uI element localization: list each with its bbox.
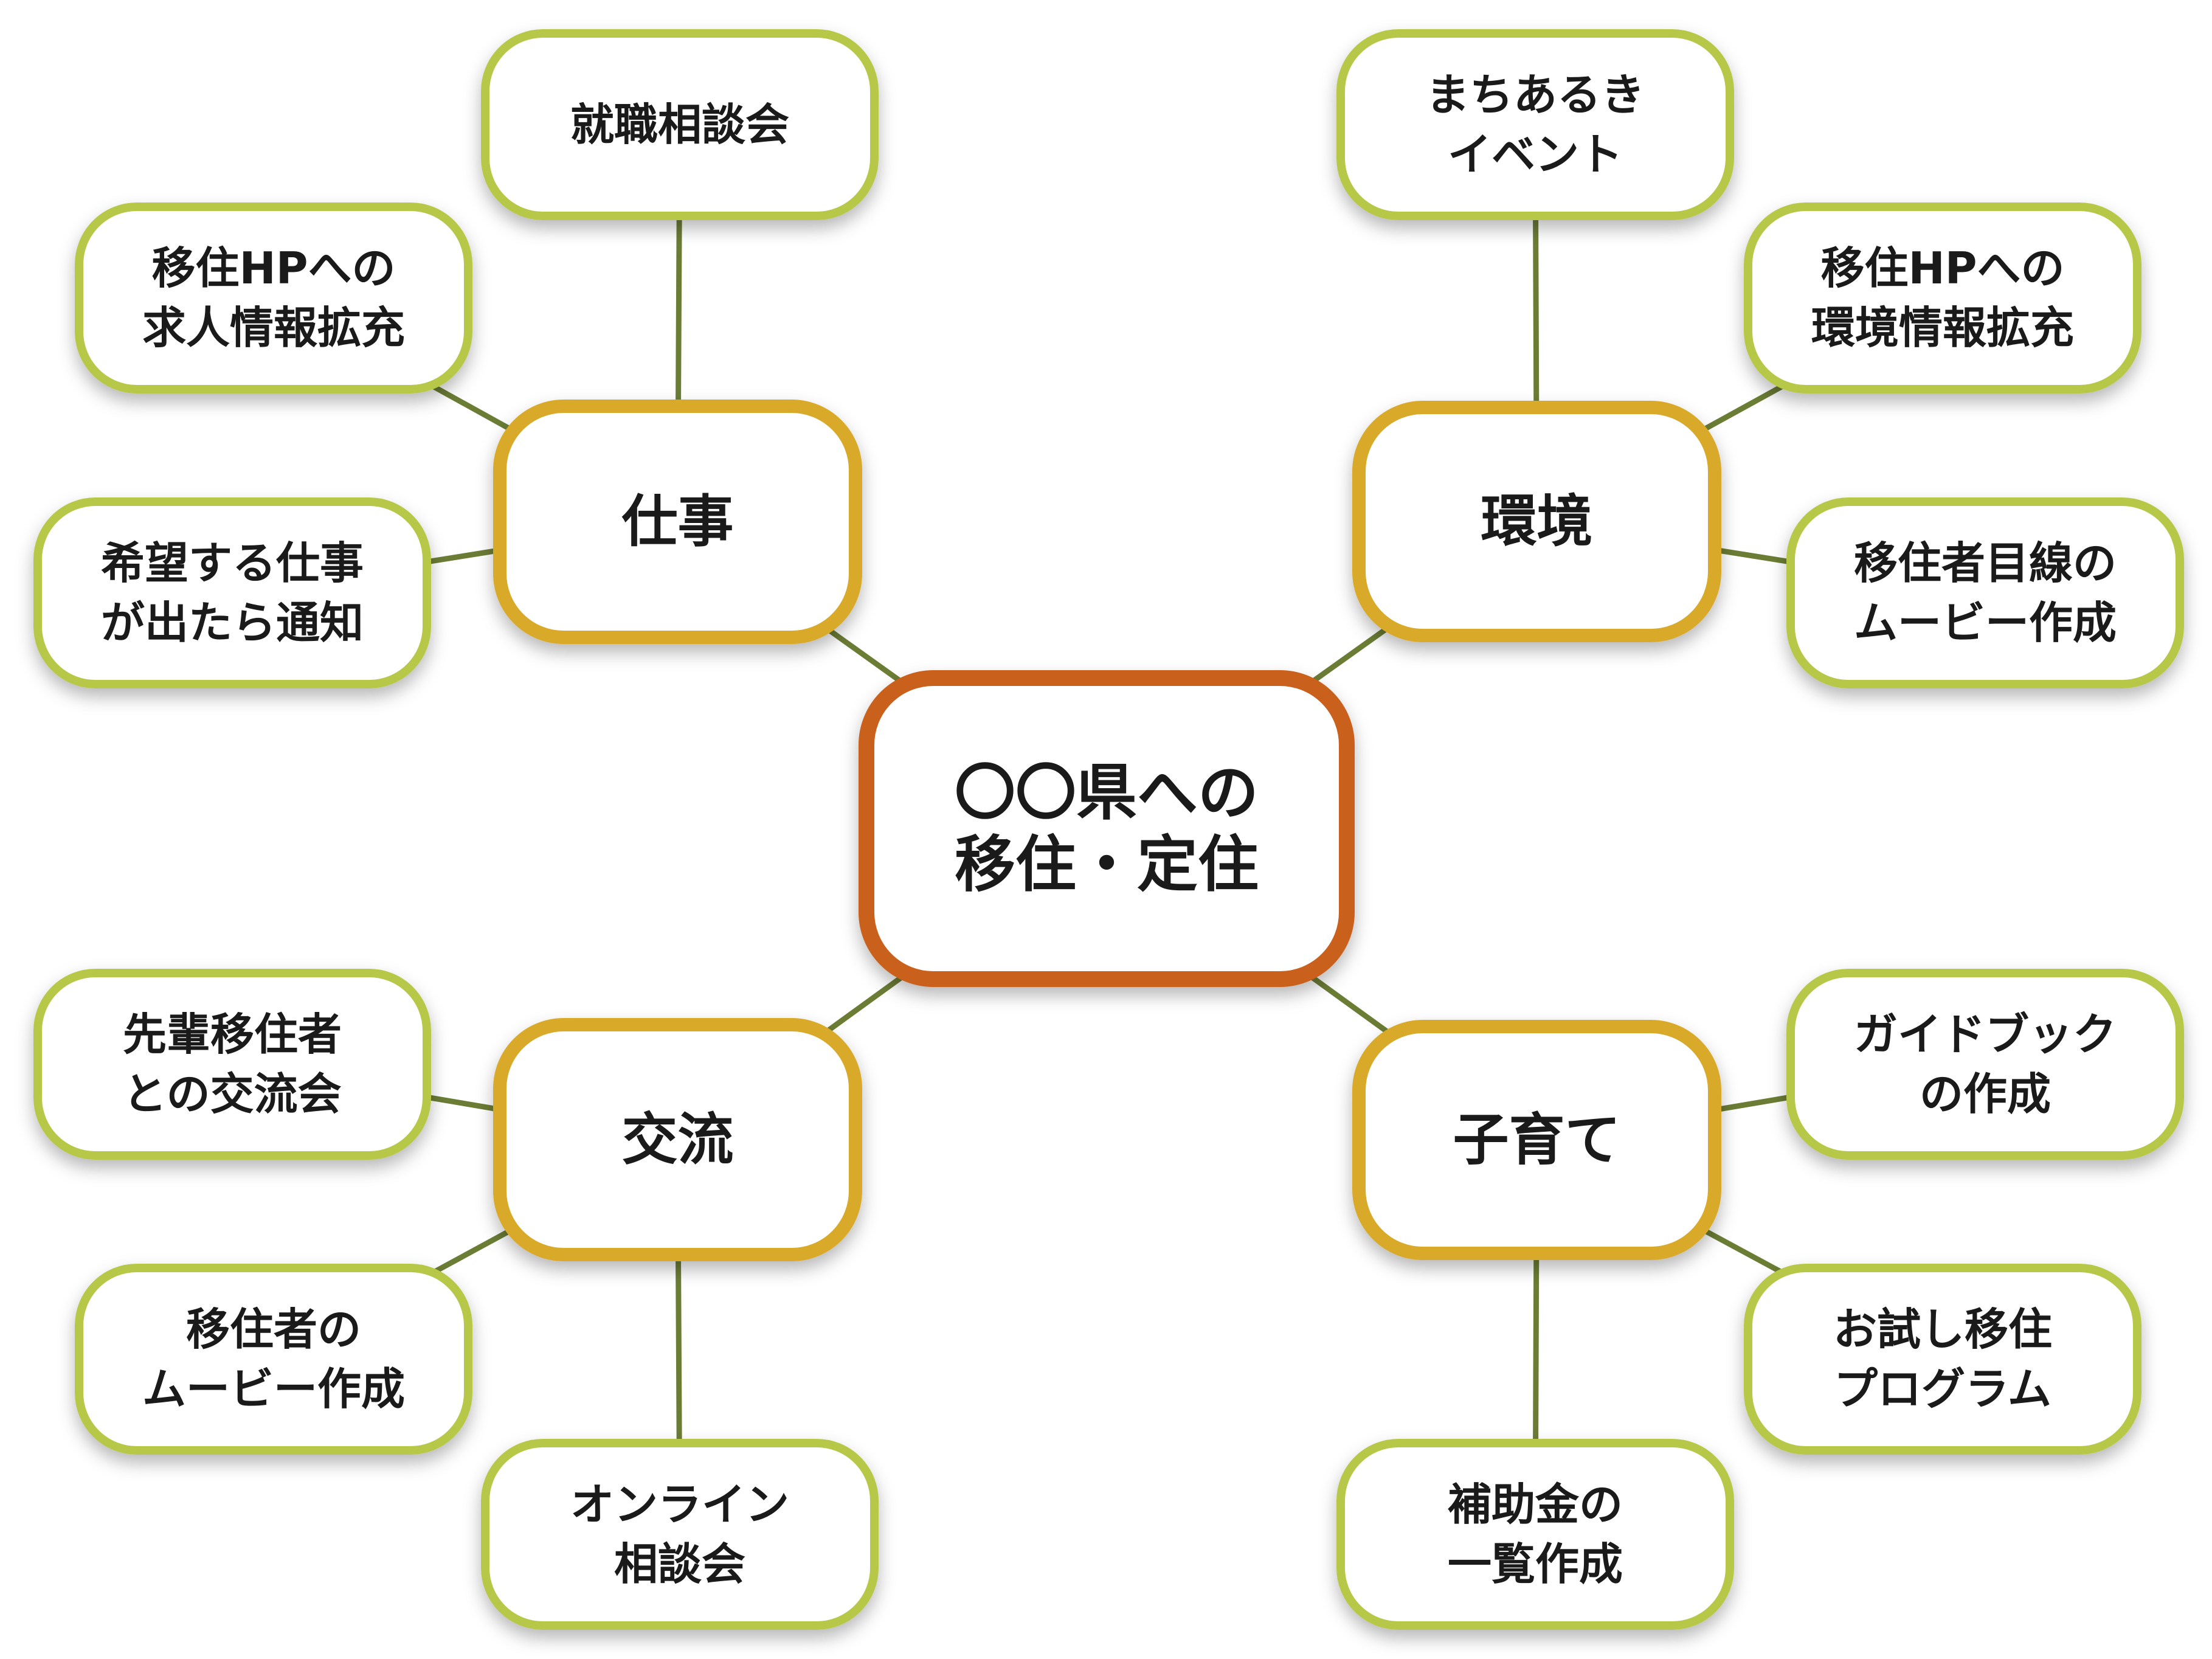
leaf-node-work-1-box (481, 29, 879, 220)
leaf-node-env-3-label-line-1: 移住者目線の (1854, 538, 2117, 589)
leaf-node-cc-2-box (1744, 1264, 2141, 1455)
leaf-node-ex-2-box (75, 1264, 472, 1455)
diagram-nodes: 就職相談会移住HPへの求人情報拡充希望する仕事が出たら通知まちあるきイベント移住… (33, 29, 2184, 1630)
leaf-node-ex-1-label-line-1: 先輩移住者 (123, 1009, 342, 1060)
leaf-node-ex-2-label-line-1: 移住者の (186, 1304, 361, 1355)
leaf-node-env-1-label-line-2: イベント (1448, 129, 1623, 180)
category-node-environment: 環境 (1352, 401, 1721, 642)
leaf-node-work-1-label-line-1: 就職相談会 (570, 99, 789, 150)
category-node-work-label-line-1: 仕事 (621, 490, 733, 555)
leaf-node-cc-1-label-line-2: の作成 (1920, 1068, 2051, 1120)
leaf-node-env-1-label-line-1: まちあるき (1426, 69, 1645, 120)
leaf-node-env-2-label-line-2: 環境情報拡充 (1811, 302, 2074, 353)
center-node-label-line-1: 〇〇県への (955, 757, 1259, 828)
leaf-node-ex-1-box (33, 969, 431, 1160)
leaf-node-work-2-label-line-1: 移住HPへの (151, 243, 395, 294)
leaf-node-env-2-label-line-1: 移住HPへの (1820, 243, 2064, 294)
leaf-node-ex-3-box (481, 1439, 879, 1630)
center-node-label-line-2: 移住・定住 (955, 829, 1259, 900)
leaf-node-cc-2-label-line-2: プログラム (1834, 1363, 2051, 1415)
leaf-node-cc-1-label-line-1: ガイドブック (1854, 1009, 2117, 1060)
category-node-exchange-box (493, 1018, 862, 1261)
leaf-node-cc-1-box (1786, 969, 2184, 1160)
leaf-node-ex-1-label-line-2: との交流会 (123, 1068, 341, 1120)
leaf-node-cc-3-label-line-2: 一覧作成 (1448, 1539, 1623, 1590)
leaf-node-ex-3-label-line-2: 相談会 (614, 1539, 745, 1590)
leaf-node-work-1: 就職相談会 (481, 29, 879, 220)
center-node-box (859, 670, 1355, 987)
leaf-node-work-3-box (33, 497, 431, 688)
category-node-work-box (493, 400, 862, 644)
leaf-node-work-2-box (75, 203, 472, 393)
leaf-node-ex-2-label-line-2: ムービー作成 (142, 1363, 405, 1415)
leaf-node-env-2-box (1744, 203, 2141, 393)
category-node-work: 仕事 (493, 400, 862, 644)
leaf-node-env-3-box (1786, 497, 2184, 688)
category-node-childcare-box (1352, 1020, 1721, 1260)
leaf-node-work-3-label-line-2: が出たら通知 (101, 597, 364, 648)
leaf-node-cc-2-label-line-1: お試し移住 (1833, 1304, 2052, 1355)
category-node-environment-label-line-1: 環境 (1481, 489, 1592, 554)
leaf-node-work-3-label-line-1: 希望する仕事 (101, 538, 364, 589)
leaf-node-ex-3-label-line-1: オンライン (570, 1479, 789, 1530)
leaf-node-cc-3-box (1336, 1439, 1734, 1630)
leaf-node-cc-3-label-line-1: 補助金の (1448, 1479, 1623, 1530)
category-node-exchange: 交流 (493, 1018, 862, 1261)
category-node-environment-box (1352, 401, 1721, 642)
category-node-childcare-label-line-1: 子育て (1453, 1107, 1620, 1172)
category-node-childcare: 子育て (1352, 1020, 1721, 1260)
category-node-exchange-label-line-1: 交流 (621, 1107, 733, 1172)
leaf-node-env-1-box (1336, 29, 1734, 220)
leaf-node-work-2-label-line-2: 求人情報拡充 (142, 302, 405, 353)
leaf-node-env-3-label-line-2: ムービー作成 (1854, 597, 2117, 648)
